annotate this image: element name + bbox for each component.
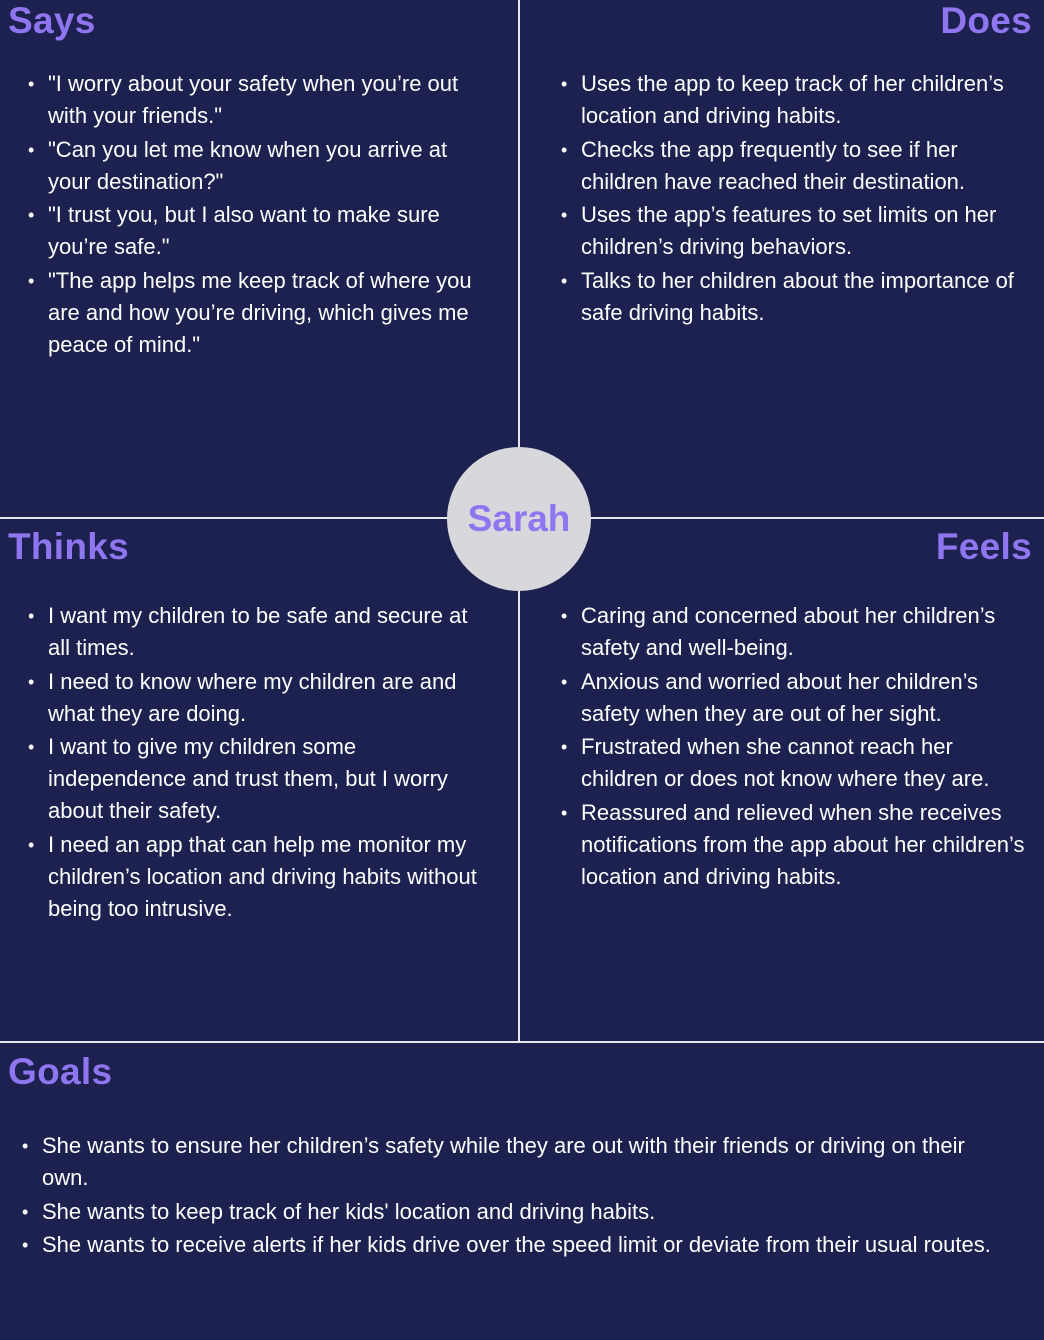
says-title: Says (8, 0, 96, 41)
thinks-item: I need to know where my children are and… (28, 666, 490, 730)
goals-item: She wants to keep track of her kids' loc… (22, 1196, 1012, 1228)
feels-quadrant: Feels Caring and concerned about her chi… (520, 520, 1044, 1042)
goals-list: She wants to ensure her children’s safet… (22, 1130, 1012, 1263)
thinks-title: Thinks (8, 526, 130, 567)
does-quadrant: Does Uses the app to keep track of her c… (520, 0, 1044, 518)
goals-item: She wants to receive alerts if her kids … (22, 1229, 1012, 1261)
goals-title: Goals (8, 1051, 113, 1092)
thinks-item: I want my children to be safe and secure… (28, 600, 490, 664)
says-quadrant: Says "I worry about your safety when you… (0, 0, 518, 518)
does-list: Uses the app to keep track of her childr… (561, 68, 1031, 330)
horizontal-divider-bottom (0, 1041, 1044, 1043)
says-item: "Can you let me know when you arrive at … (28, 134, 490, 198)
thinks-quadrant: Thinks I want my children to be safe and… (0, 520, 518, 1042)
does-item: Uses the app’s features to set limits on… (561, 199, 1031, 263)
persona-name: Sarah (467, 498, 571, 539)
does-title: Does (940, 0, 1032, 41)
feels-item: Anxious and worried about her children’s… (561, 666, 1031, 730)
thinks-list: I want my children to be safe and secure… (28, 600, 490, 926)
goals-section: Goals She wants to ensure her children’s… (0, 1043, 1044, 1340)
feels-title: Feels (935, 526, 1032, 567)
does-item: Uses the app to keep track of her childr… (561, 68, 1031, 132)
says-item: "I trust you, but I also want to make su… (28, 199, 490, 263)
does-item: Talks to her children about the importan… (561, 265, 1031, 329)
feels-item: Reassured and relieved when she receives… (561, 797, 1031, 893)
feels-item: Caring and concerned about her children’… (561, 600, 1031, 664)
persona-circle: Sarah (447, 447, 591, 591)
says-item: "I worry about your safety when you’re o… (28, 68, 490, 132)
thinks-item: I need an app that can help me monitor m… (28, 829, 490, 925)
does-item: Checks the app frequently to see if her … (561, 134, 1031, 198)
feels-item: Frustrated when she cannot reach her chi… (561, 731, 1031, 795)
goals-item: She wants to ensure her children’s safet… (22, 1130, 1012, 1194)
says-item: "The app helps me keep track of where yo… (28, 265, 490, 361)
feels-list: Caring and concerned about her children’… (561, 600, 1031, 894)
thinks-item: I want to give my children some independ… (28, 731, 490, 827)
says-list: "I worry about your safety when you’re o… (28, 68, 490, 362)
